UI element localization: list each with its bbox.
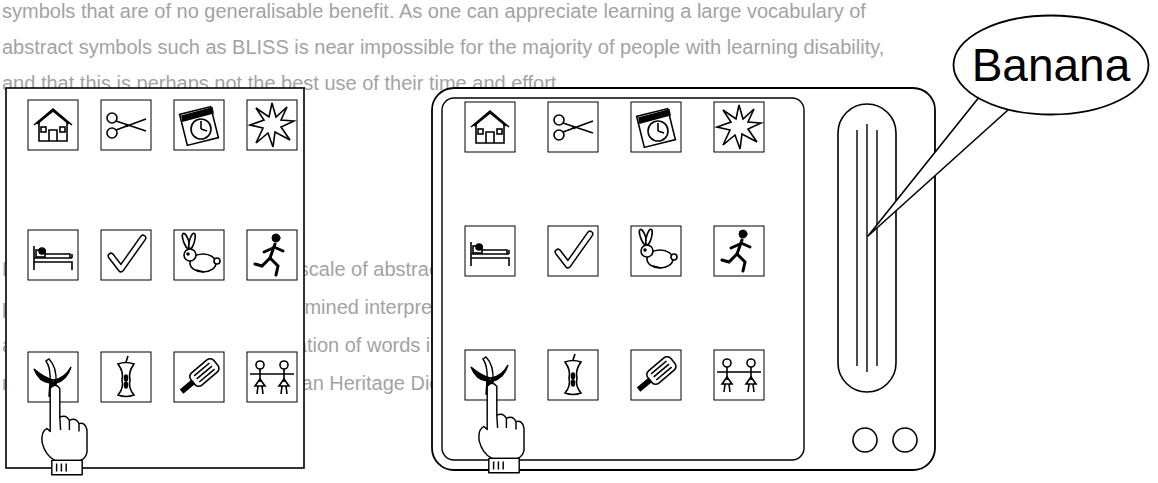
symbol-grid	[28, 100, 297, 402]
device-button	[853, 428, 877, 452]
children-symbol	[250, 361, 294, 394]
symbol-tile	[101, 230, 151, 280]
symbol-tile	[631, 102, 681, 152]
scissors-symbol	[554, 115, 593, 140]
apple-core-symbol	[118, 356, 134, 397]
explosion-symbol	[250, 103, 294, 147]
house-symbol	[34, 109, 72, 141]
device-button	[893, 428, 917, 452]
speaker-grille	[838, 104, 896, 392]
symbol-tile	[465, 226, 515, 276]
house-symbol	[471, 111, 509, 143]
symbol-tile	[714, 102, 764, 152]
rabbit-symbol	[638, 229, 677, 268]
rabbit-symbol	[181, 233, 220, 272]
symbol-tile	[548, 350, 598, 400]
symbol-tile	[714, 350, 764, 400]
scissors-symbol	[107, 113, 146, 138]
symbol-tile	[714, 226, 764, 276]
speech-bubble: Banana	[952, 14, 1150, 116]
symbol-grid	[465, 102, 764, 400]
symbol-tile	[101, 352, 151, 402]
pointing-hand	[479, 383, 524, 473]
bed-symbol	[34, 246, 72, 270]
running-person-symbol	[255, 234, 283, 275]
bed-symbol	[471, 242, 509, 266]
clock-symbol	[180, 107, 219, 146]
ice-lolly-symbol	[634, 355, 678, 396]
background-text-line: symbols that are of no generalisable ben…	[2, 0, 866, 22]
symbol-tile	[465, 102, 515, 152]
bubble-outline	[954, 16, 1149, 115]
symbol-tile	[174, 100, 224, 150]
check-symbol	[558, 234, 590, 265]
running-person-symbol	[722, 230, 750, 271]
symbol-tile	[631, 350, 681, 400]
grille-slots	[857, 124, 877, 372]
ice-lolly-symbol	[177, 357, 221, 398]
clock-symbol	[637, 109, 676, 148]
symbol-tile	[247, 352, 297, 402]
symbol-tile	[548, 102, 598, 152]
symbol-tile	[247, 100, 297, 150]
symbol-tile	[631, 226, 681, 276]
symbol-tile	[548, 226, 598, 276]
children-symbol	[717, 359, 761, 392]
symbol-tile	[247, 230, 297, 280]
symbol-tile	[28, 230, 78, 280]
symbol-tile	[28, 100, 78, 150]
explosion-symbol	[717, 105, 761, 149]
pointing-hand	[42, 385, 87, 475]
apple-core-symbol	[565, 354, 581, 395]
bubble-text: Banana	[972, 40, 1131, 91]
symbol-tile	[174, 230, 224, 280]
device-casing	[432, 88, 935, 470]
check-symbol	[111, 238, 143, 269]
speech-tail	[868, 96, 1008, 236]
background-text-line: abstract symbols such as BLISS is near i…	[2, 36, 884, 58]
symbol-tile	[174, 352, 224, 402]
symbol-tile	[101, 100, 151, 150]
